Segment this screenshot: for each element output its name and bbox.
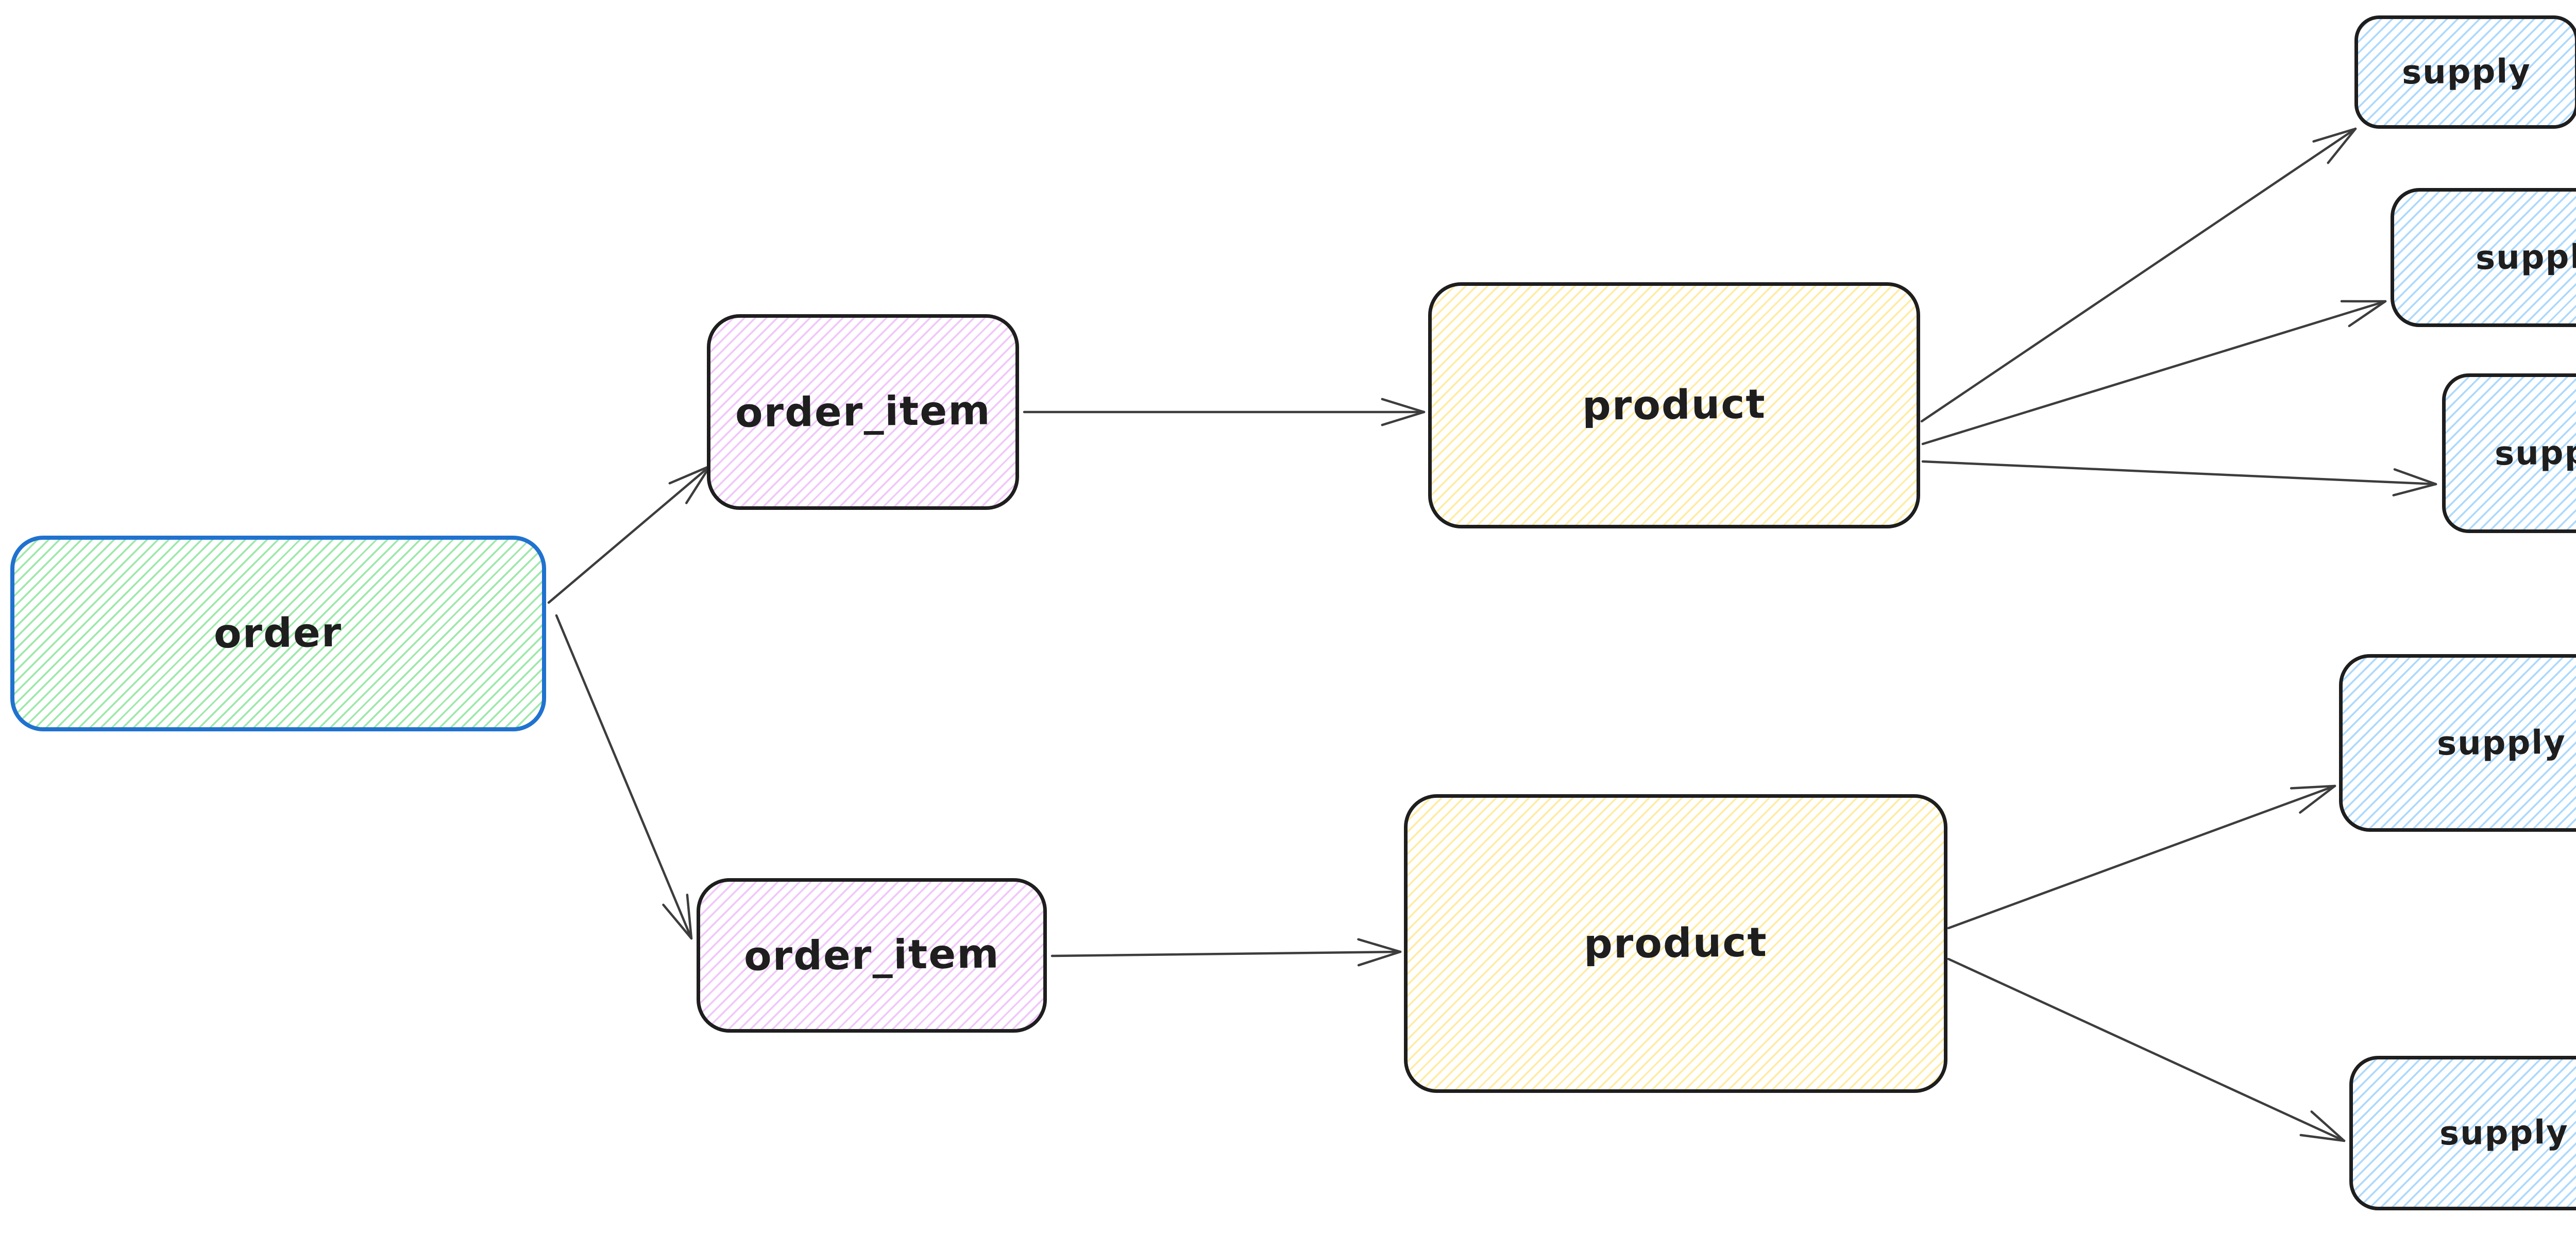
arrow-order-to-order-item-bottom[interactable] <box>555 614 693 940</box>
arrow-order-item-bottom-to-product-bottom[interactable] <box>1050 938 1402 967</box>
arrow-order-item-top-to-product-top[interactable] <box>1023 398 1426 426</box>
node-product-top-label: product <box>1582 381 1767 430</box>
node-order[interactable]: order <box>10 536 546 731</box>
node-product-bottom[interactable]: product <box>1404 794 1947 1093</box>
node-supply-1[interactable]: supply <box>2354 15 2576 129</box>
arrow-product-top-to-supply-2[interactable] <box>1921 300 2387 446</box>
node-supply-3-label: supply <box>2494 433 2576 473</box>
node-order-item-bottom[interactable]: order_item <box>697 878 1047 1033</box>
arrow-product-top-to-supply-1[interactable] <box>1920 127 2357 423</box>
arrow-product-bottom-to-supply-4[interactable] <box>1947 784 2336 930</box>
node-order-item-top[interactable]: order_item <box>707 314 1019 510</box>
node-supply-5[interactable]: supply <box>2349 1056 2576 1210</box>
arrow-product-top-to-supply-3[interactable] <box>1921 460 2437 496</box>
node-supply-2[interactable]: supply <box>2391 188 2576 327</box>
arrow-order-to-order-item-top[interactable] <box>547 465 711 604</box>
node-supply-4[interactable]: supply <box>2339 654 2576 832</box>
node-supply-4-label: supply <box>2436 723 2566 763</box>
node-supply-1-label: supply <box>2401 52 2532 92</box>
node-product-bottom-label: product <box>1583 919 1768 968</box>
node-order-item-top-label: order_item <box>735 387 991 437</box>
node-order-item-bottom-label: order_item <box>743 931 1000 980</box>
node-supply-3[interactable]: supply <box>2442 373 2576 533</box>
node-product-top[interactable]: product <box>1428 282 1920 528</box>
node-supply-5-label: supply <box>2439 1113 2569 1153</box>
node-order-label: order <box>213 609 343 658</box>
arrow-product-bottom-to-supply-5[interactable] <box>1947 957 2346 1142</box>
node-supply-2-label: supply <box>2475 237 2576 278</box>
